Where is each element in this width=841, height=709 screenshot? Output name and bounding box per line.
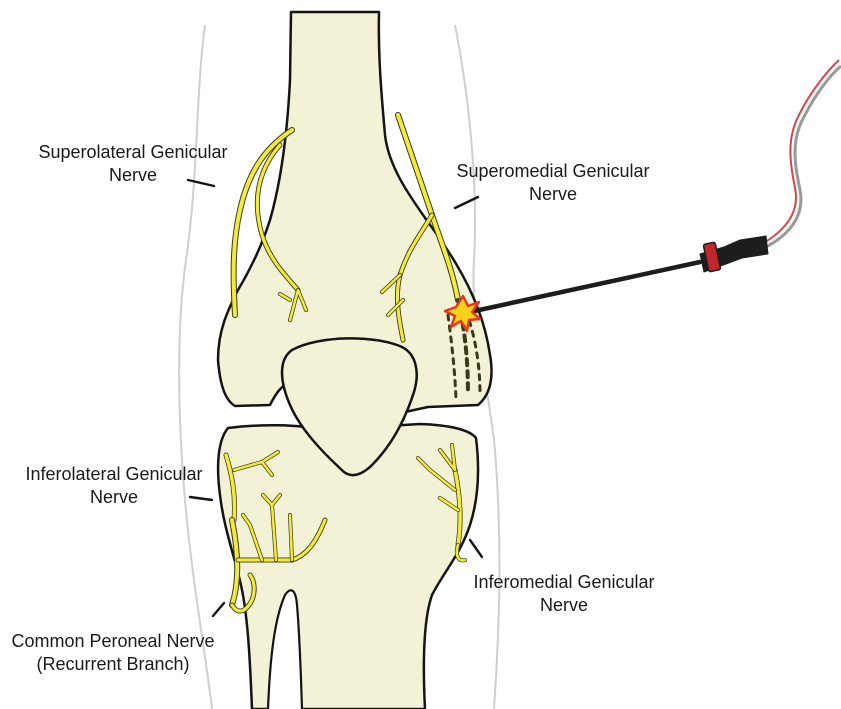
probe-shaft — [470, 262, 700, 312]
label-common-peroneal-line2: (Recurrent Branch) — [2, 653, 224, 676]
leader-inferomedial — [470, 540, 482, 557]
label-superomedial-line1: Superomedial Genicular — [439, 160, 667, 183]
leader-common-peroneal — [213, 603, 224, 616]
label-inferomedial-line2: Nerve — [452, 594, 676, 617]
label-superolateral-line1: Superolateral Genicular — [22, 141, 244, 164]
probe-cable-red — [762, 60, 839, 244]
label-inferomedial: Inferomedial Genicular Nerve — [452, 571, 676, 617]
label-inferolateral-line2: Nerve — [4, 486, 224, 509]
label-common-peroneal: Common Peroneal Nerve (Recurrent Branch) — [2, 630, 224, 676]
label-superolateral-line2: Nerve — [22, 164, 244, 187]
label-superomedial-line2: Nerve — [439, 183, 667, 206]
label-inferomedial-line1: Inferomedial Genicular — [452, 571, 676, 594]
label-superolateral: Superolateral Genicular Nerve — [22, 141, 244, 187]
label-superomedial: Superomedial Genicular Nerve — [439, 160, 667, 206]
probe-cable — [764, 66, 841, 248]
label-inferolateral-line1: Inferolateral Genicular — [4, 463, 224, 486]
label-common-peroneal-line1: Common Peroneal Nerve — [2, 630, 224, 653]
label-inferolateral: Inferolateral Genicular Nerve — [4, 463, 224, 509]
